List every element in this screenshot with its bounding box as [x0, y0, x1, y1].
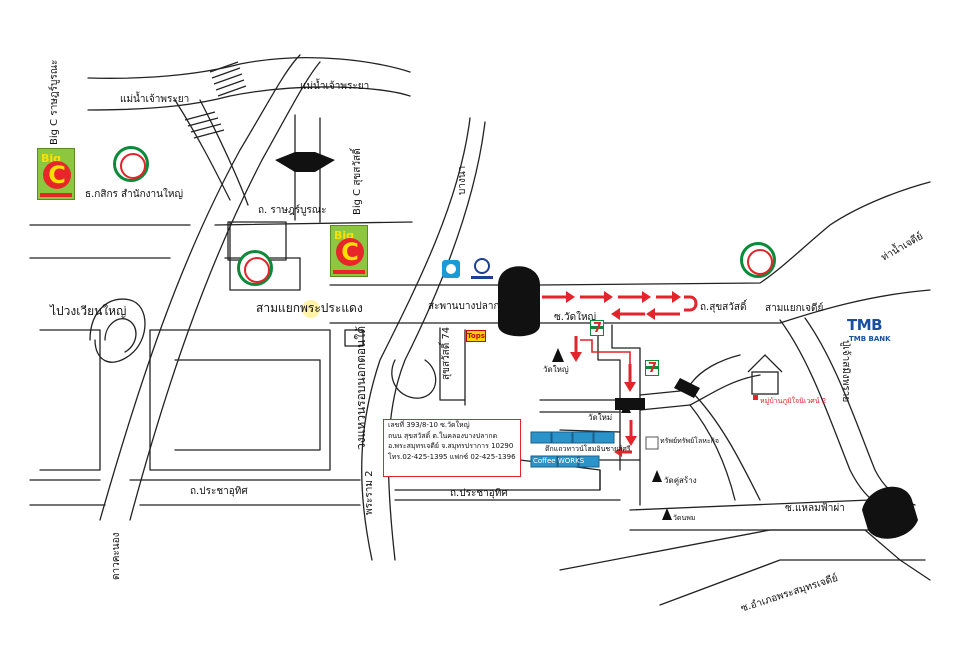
- road-block: [174, 359, 321, 451]
- road-ring: [174, 99, 231, 201]
- route-arrows: [542, 291, 698, 457]
- address-box: เลขที่ 393/8-10 ซ.วัดใหญ่ ถนน สุขสวัสดิ์…: [383, 419, 521, 477]
- label-village: หมู่บ้านภูมิใจนิเวศน์ 2: [760, 397, 827, 405]
- road-block: [149, 329, 331, 471]
- road-watyai: [597, 324, 621, 471]
- road-block: [39, 329, 101, 471]
- bigc-logo: Big C: [330, 225, 368, 277]
- road-amphoe: [659, 559, 926, 606]
- bigc-logo: Big C: [37, 148, 75, 200]
- label-bangna: บางนา: [457, 165, 468, 195]
- route-arrow-west: [646, 308, 680, 320]
- address-line: ถนน สุขสวัสดิ์ ต.ในคลองบางปลากด: [388, 431, 498, 440]
- house-icon: [747, 354, 783, 395]
- tunnel: [275, 152, 918, 539]
- route-arrow-south: [624, 364, 636, 392]
- road-rajburana: [214, 221, 413, 226]
- route-arrow-east: [542, 291, 575, 303]
- label-bridge: สะพานบางปลากด: [428, 301, 507, 312]
- road-watyai: [611, 324, 641, 506]
- route-arrow-east: [580, 291, 613, 303]
- label-wat-yai: วัดใหญ่: [543, 365, 569, 374]
- small-block: [344, 329, 364, 347]
- label-prachauthit-2: ถ.ประชาอุทิศ: [450, 488, 508, 499]
- route-line: [580, 339, 631, 364]
- tops-logo: Tops: [466, 330, 486, 342]
- label-sam-yaek-chedi: สามแยกเจดีย์: [765, 303, 824, 314]
- road-soi74: [439, 327, 466, 401]
- road-east: [689, 354, 741, 386]
- label-bigc-rajburana: Big C ราษฎร์บูรณะ: [49, 59, 60, 145]
- road-bangna: [387, 121, 486, 561]
- road-ring: [99, 54, 301, 521]
- bangkok-bank-icon: [471, 258, 493, 279]
- label-wat-mai: วัดใหม่: [588, 413, 613, 422]
- krungthai-icon: [442, 260, 460, 278]
- label-river-1: แม่น้ำเจ้าพระยา: [120, 94, 190, 105]
- label-phraram2: พระราม 2: [364, 470, 375, 515]
- label-ring-road: วงแหวนรอบนอกตอนใต้: [354, 326, 368, 450]
- address-line: อ.พระสมุทรเจดีย์ จ.สมุทรปราการ 10290: [388, 442, 514, 450]
- temple-icon: [552, 348, 672, 520]
- road-ring-loop: [89, 298, 146, 363]
- tmb-bank-logo: TMB TMB BANK: [847, 316, 891, 343]
- label-dao-khanong: ดาวคะนอง: [111, 532, 122, 580]
- road-pu-chao: [779, 319, 881, 506]
- village-marker: [753, 395, 758, 400]
- kbank-logo: [740, 242, 776, 278]
- route-arrow-south: [625, 420, 637, 446]
- label-shophouse: ตึกแถวทาวน์โฮมอินชายส์ศรี: [545, 445, 631, 453]
- road-east: [639, 404, 736, 501]
- kbank-logo: [113, 146, 149, 182]
- road-laem-fa-pha: [629, 529, 931, 581]
- highlight-dot: [302, 300, 320, 318]
- road-bangna: [391, 359, 437, 399]
- label-laem-fa-pha: ซ.แหลมฟ้าผ่า: [785, 503, 845, 514]
- label-prachauthit-1: ถ.ประชาอุทิศ: [190, 486, 248, 497]
- route-arrow-south: [570, 336, 582, 362]
- road-vertical: [229, 221, 301, 291]
- road-ring: [129, 61, 321, 521]
- route-arrow-east: [618, 291, 651, 303]
- shop-square: [645, 436, 659, 450]
- label-suksawat-road: ถ.สุขสวัสดิ์: [700, 302, 747, 313]
- label-wat-khu-sang: วัดคู่สร้าง: [664, 476, 697, 485]
- road-ring-loop: [104, 318, 137, 353]
- label-sam-yaek-phra-pradaeng: สามแยกพระประแดง: [256, 301, 363, 315]
- label-kbank-hq: ธ.กสิกร สำนักงานใหญ่: [85, 189, 183, 200]
- label-jewelry-shop: ทรัพย์ทรัพย์โลหะกิจ: [660, 437, 719, 445]
- route-uturn: [684, 295, 698, 312]
- label-pai-wiang-yai: ไปวงเวียนใหญ่: [50, 304, 127, 318]
- railway-hatch: [184, 61, 247, 139]
- address-line: เลขที่ 393/8-10 ซ.วัดใหญ่: [388, 421, 470, 429]
- label-soi-watyai: ซ.วัดใหญ่: [554, 312, 597, 323]
- route-arrow-west: [611, 308, 645, 320]
- label-coffee: Coffee WORKS: [533, 457, 585, 465]
- road-ring: [199, 99, 249, 206]
- label-river-2: แม่น้ำเจ้าพระยา: [300, 81, 370, 92]
- road-suksawat: [539, 181, 931, 286]
- seven-eleven-icon: 7: [590, 320, 604, 336]
- route-arrow-east: [656, 291, 681, 303]
- label-suksawat-74: สุขสวัสดิ์ 74: [441, 326, 452, 380]
- address-line: โทร.02-425-1395 แฟกซ์ 02-425-1396: [388, 452, 516, 461]
- label-wat-pom: วัดนพม: [673, 514, 696, 522]
- river-bank: [87, 86, 411, 111]
- road-bangna: [361, 117, 471, 561]
- road-amphoe: [559, 529, 901, 571]
- kbank-logo: [237, 250, 273, 286]
- road-laem-fa-pha: [629, 499, 871, 511]
- road-suksawat: [539, 289, 931, 324]
- label-bigc-suksawat: Big C สุขสวัสดิ์: [352, 148, 363, 215]
- seven-eleven-icon: 7: [645, 360, 659, 376]
- river-bank: [87, 57, 411, 79]
- route-arrow-west: [614, 447, 632, 457]
- label-road-rajburana: ถ. ราษฎร์บูรณะ: [258, 205, 327, 216]
- shophouse-blocks: [530, 431, 615, 468]
